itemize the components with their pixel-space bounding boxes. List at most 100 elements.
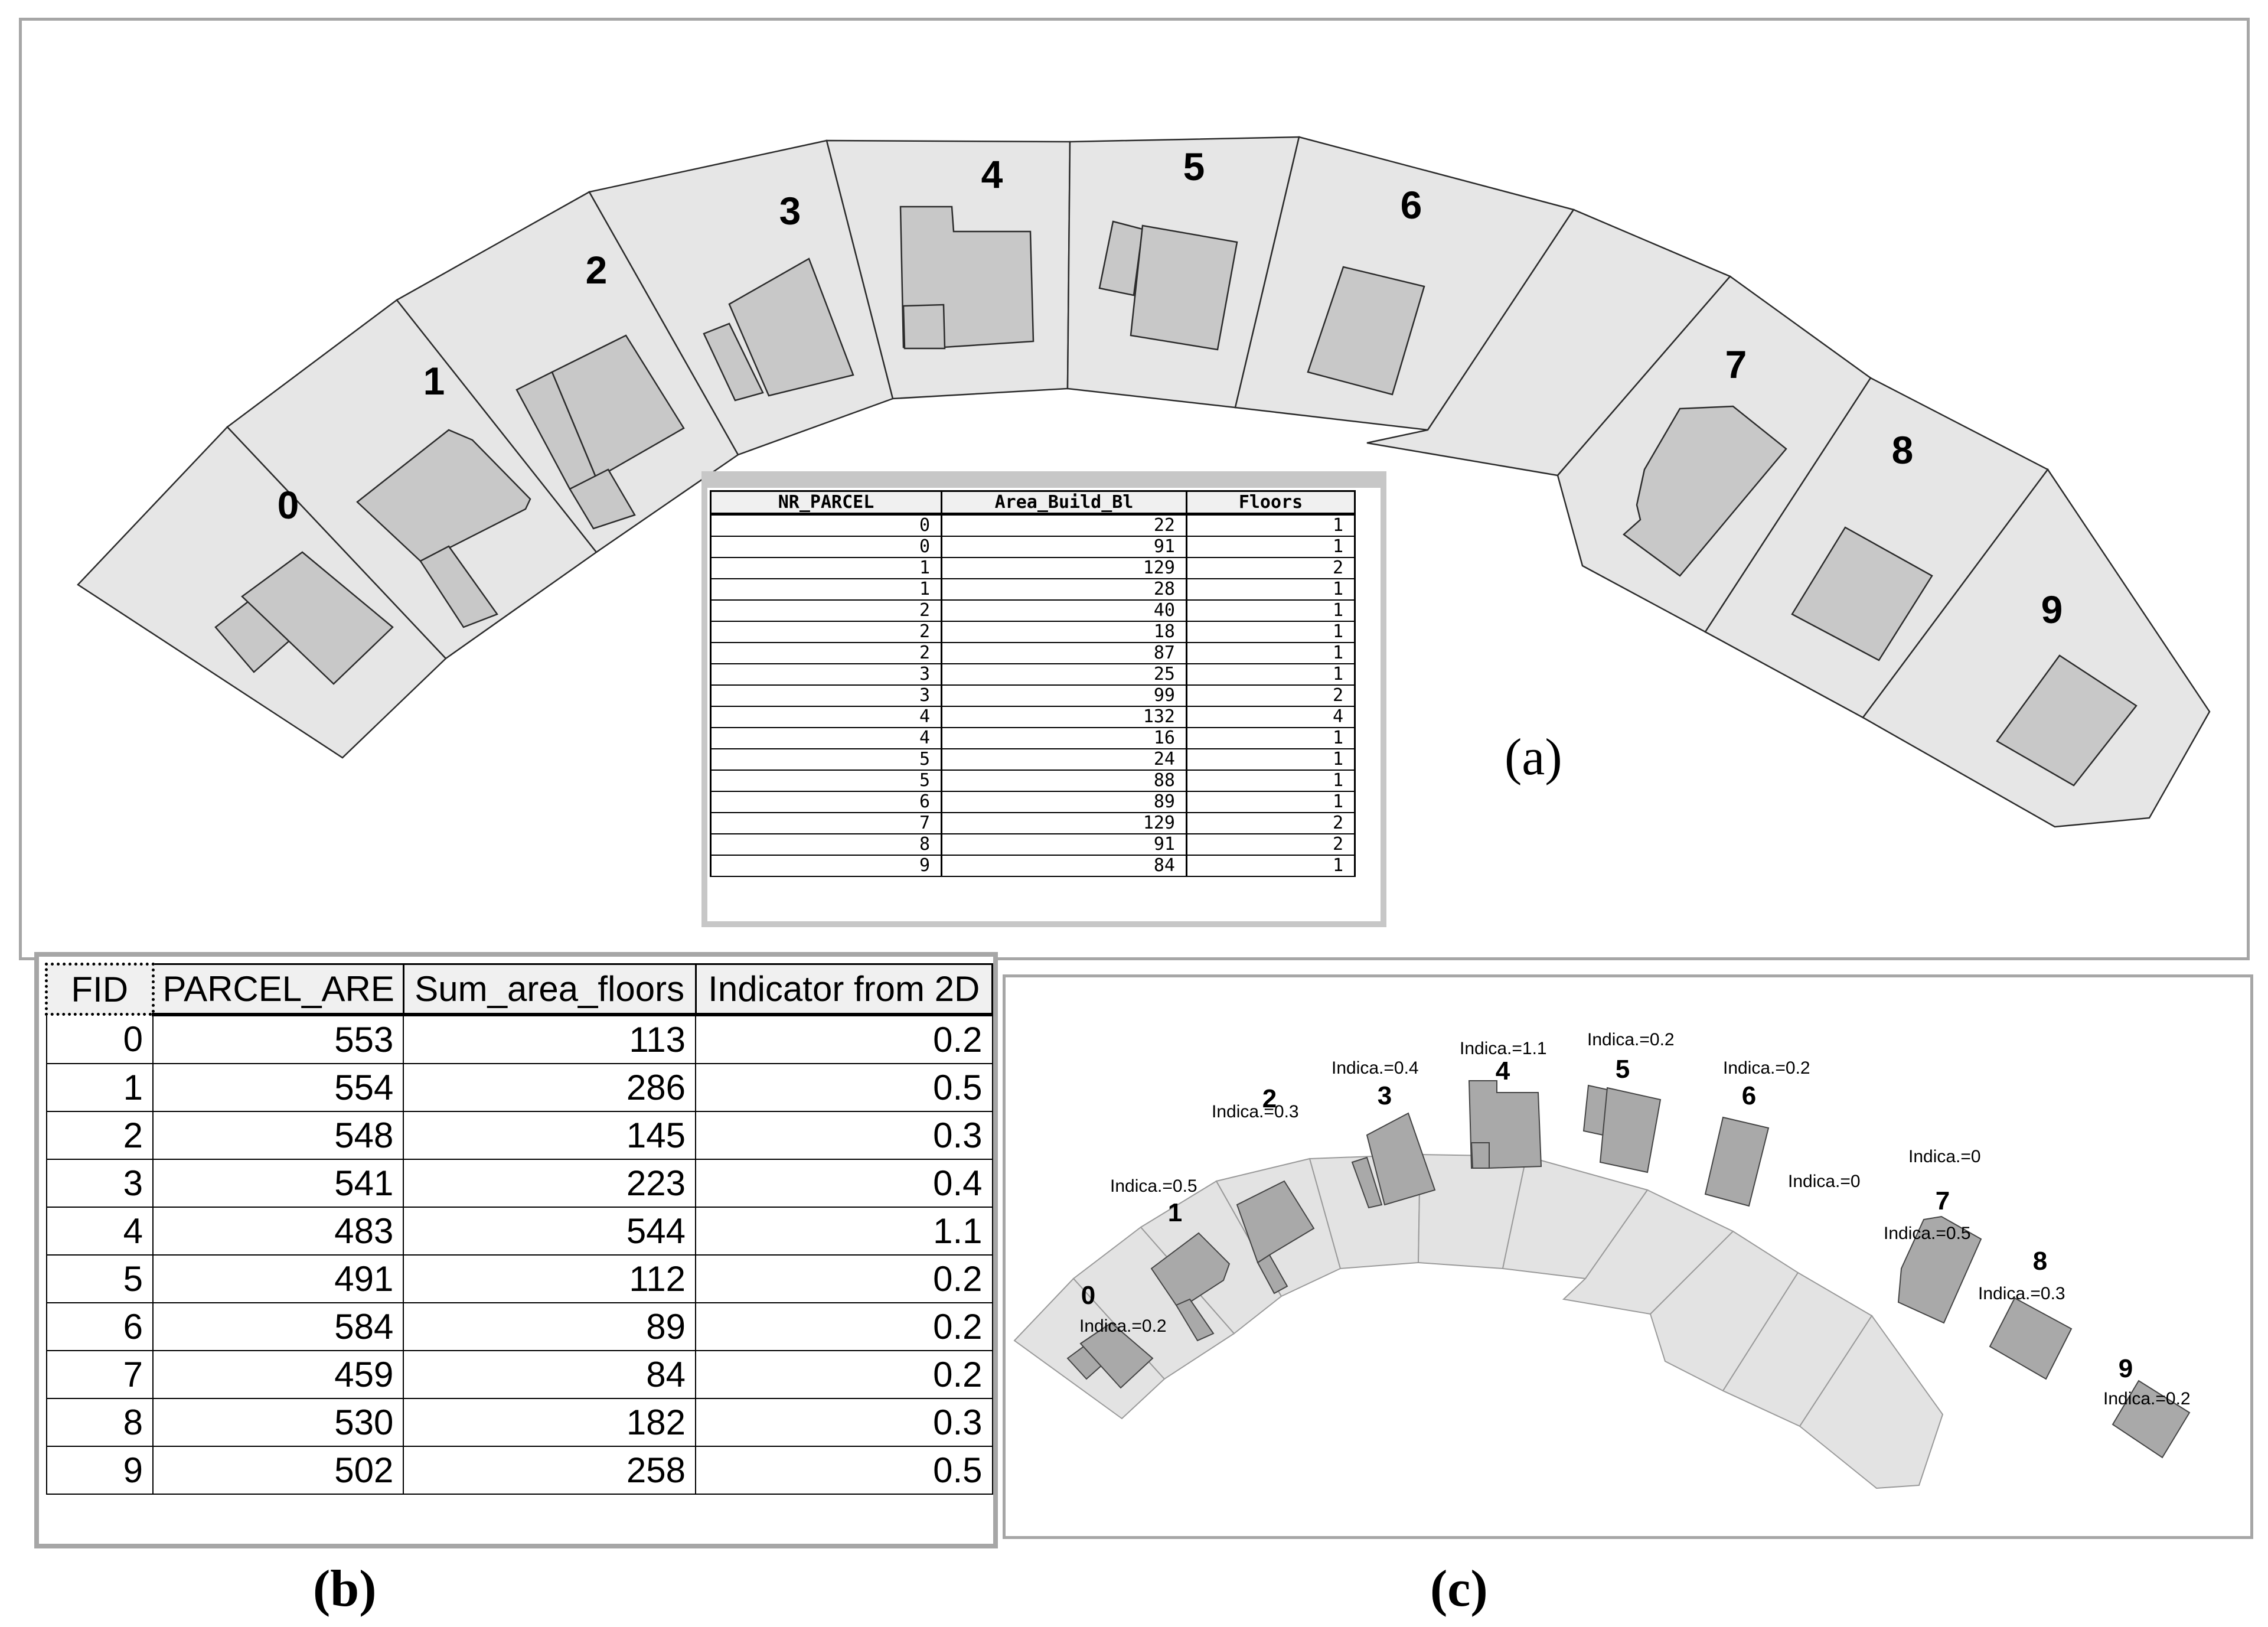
table-a-cell: 6 <box>710 791 942 813</box>
table-a-cell: 1 <box>1186 770 1356 792</box>
parcel-c-9 <box>1799 1315 1944 1489</box>
building-c-3b <box>1366 1112 1436 1206</box>
parcel-c-label-7: 7 <box>1936 1186 1950 1215</box>
table-b-cell: 182 <box>403 1397 697 1447</box>
indicator-label-4: Indica.=1.1 <box>1460 1039 1547 1058</box>
table-b-cell: 145 <box>403 1110 697 1160</box>
col-fid: FID <box>45 963 155 1016</box>
table-b-cell: 0 <box>45 1013 154 1064</box>
table-a-cell: 22 <box>941 514 1187 537</box>
building-c-2a <box>1236 1180 1315 1264</box>
table-b-cell: 84 <box>403 1349 697 1399</box>
table-a-cell: 132 <box>941 706 1187 728</box>
building-5a <box>1098 220 1144 296</box>
building-2c <box>569 468 636 530</box>
table-b-cell: 1.1 <box>695 1206 993 1256</box>
building-c-0b <box>1079 1322 1154 1389</box>
table-a-cell: 1 <box>1186 749 1356 771</box>
table-a-cell: 2 <box>1186 685 1356 707</box>
table-a-cell: 2 <box>1186 834 1356 856</box>
parcel-label-6: 6 <box>1401 183 1422 227</box>
col-area-build: Area_Build_Bl <box>941 490 1187 516</box>
building-c-5b <box>1599 1087 1662 1173</box>
table-b-cell: 0.4 <box>695 1158 993 1208</box>
parcel-label-7: 7 <box>1725 343 1747 386</box>
table-a-cell: 9 <box>710 855 942 877</box>
parcel-label-4: 4 <box>981 152 1003 196</box>
table-a-cell: 0 <box>710 514 942 537</box>
parcel-label-3: 3 <box>779 189 801 233</box>
table-a-cell: 2 <box>710 621 942 643</box>
table-b-cell: 0.5 <box>695 1062 993 1112</box>
table-b-cell: 2 <box>45 1110 154 1160</box>
table-a-cell: 5 <box>710 749 942 771</box>
table-b-cell: 0.3 <box>695 1110 993 1160</box>
table-a-cell: 25 <box>941 664 1187 686</box>
indicator-label-6: Indica.=0.2 <box>1723 1058 1810 1078</box>
table-b-cell: 0.2 <box>695 1254 993 1303</box>
attribute-table-b: FID PARCEL_ARE Sum_area_floors Indicator… <box>34 952 998 1548</box>
parcel-6b <box>1366 208 1732 477</box>
indicator-label-1: Indica.=0.5 <box>1110 1176 1197 1196</box>
table-a-cell: 18 <box>941 621 1187 643</box>
building-9 <box>1996 654 2138 787</box>
table-b-cell: 258 <box>403 1445 697 1495</box>
table-b-cell: 4 <box>45 1206 154 1256</box>
table-a-cell: 28 <box>941 579 1187 601</box>
table-b-cell: 0.2 <box>695 1349 993 1399</box>
parcel-c-label-9: 9 <box>2119 1354 2133 1383</box>
table-a-cell: 1 <box>1186 536 1356 558</box>
table-a-cell: 1 <box>1186 728 1356 749</box>
parcel-c-6b <box>1562 1189 1734 1315</box>
col-floors: Floors <box>1186 490 1356 516</box>
building-c-1b <box>1175 1298 1215 1342</box>
parcel-c-label-5: 5 <box>1616 1055 1630 1084</box>
caption-b: (b) <box>313 1560 377 1618</box>
table-a-cell: 2 <box>710 643 942 664</box>
table-a-cell: 87 <box>941 643 1187 664</box>
table-a-cell: 1 <box>1186 664 1356 686</box>
table-a-cell: 1 <box>1186 643 1356 664</box>
table-a-cell: 16 <box>941 728 1187 749</box>
indicator-label-0: Indica.=0.2 <box>1079 1316 1167 1336</box>
table-a-cell: 89 <box>941 791 1187 813</box>
building-c-4b <box>1470 1142 1490 1169</box>
building-c-9 <box>2112 1380 2191 1459</box>
table-b-cell: 8 <box>45 1397 154 1447</box>
col-indicator: Indicator from 2D <box>694 963 994 1016</box>
table-b-cell: 223 <box>403 1158 697 1208</box>
table-b-cell: 548 <box>152 1110 404 1160</box>
table-b-cell: 6 <box>45 1302 154 1351</box>
building-c-8 <box>1989 1297 2073 1380</box>
table-a-cell: 1 <box>1186 855 1356 877</box>
table-b-cell: 3 <box>45 1158 154 1208</box>
table-b-cell: 554 <box>152 1062 404 1112</box>
parcel-c-label-4: 4 <box>1496 1057 1510 1085</box>
table-a-cell: 4 <box>710 706 942 728</box>
parcel-label-1: 1 <box>423 359 445 403</box>
table-b-cell: 286 <box>403 1062 697 1112</box>
building-4b <box>902 304 946 350</box>
caption-c: (c) <box>1430 1560 1488 1618</box>
building-7 <box>1623 405 1787 577</box>
building-6 <box>1307 266 1425 396</box>
indicator-label-8: Indica.=0.3 <box>1978 1284 2065 1303</box>
indicator-label-7: Indica.=0.5 <box>1884 1224 1971 1243</box>
table-b-cell: 0.2 <box>695 1302 993 1351</box>
parcel-label-5: 5 <box>1183 145 1205 188</box>
parcel-c-label-3: 3 <box>1378 1081 1392 1110</box>
table-b-cell: 544 <box>403 1206 697 1256</box>
building-8 <box>1791 526 1933 661</box>
indicator-label-6b: Indica.=0 <box>1788 1172 1861 1191</box>
table-a-cell: 1 <box>1186 621 1356 643</box>
table-a-cell: 88 <box>941 770 1187 792</box>
col-sum-area-floors: Sum_area_floors <box>402 963 697 1016</box>
table-b-cell: 112 <box>403 1254 697 1303</box>
